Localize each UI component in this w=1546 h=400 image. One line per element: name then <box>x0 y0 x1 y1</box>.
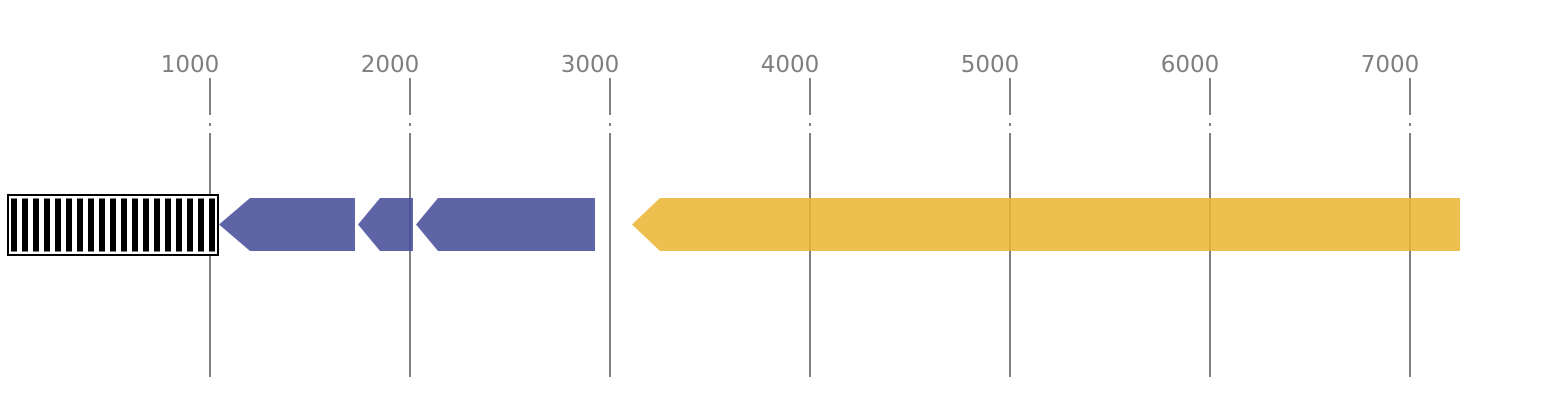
gene-4 <box>632 198 1460 251</box>
hatched-region <box>7 194 219 256</box>
tick-label-6000: 6000 <box>1161 52 1220 78</box>
tick-label-7000: 7000 <box>1361 52 1420 78</box>
hatched-region-stripes <box>11 198 215 252</box>
gene-3 <box>416 198 595 251</box>
tick-label-4000: 4000 <box>761 52 820 78</box>
tick-label-3000: 3000 <box>561 52 620 78</box>
gene-1 <box>219 198 355 251</box>
tick-label-2000: 2000 <box>361 52 420 78</box>
tick-label-5000: 5000 <box>961 52 1020 78</box>
tick-label-1000: 1000 <box>161 52 220 78</box>
gene-2 <box>358 198 413 251</box>
